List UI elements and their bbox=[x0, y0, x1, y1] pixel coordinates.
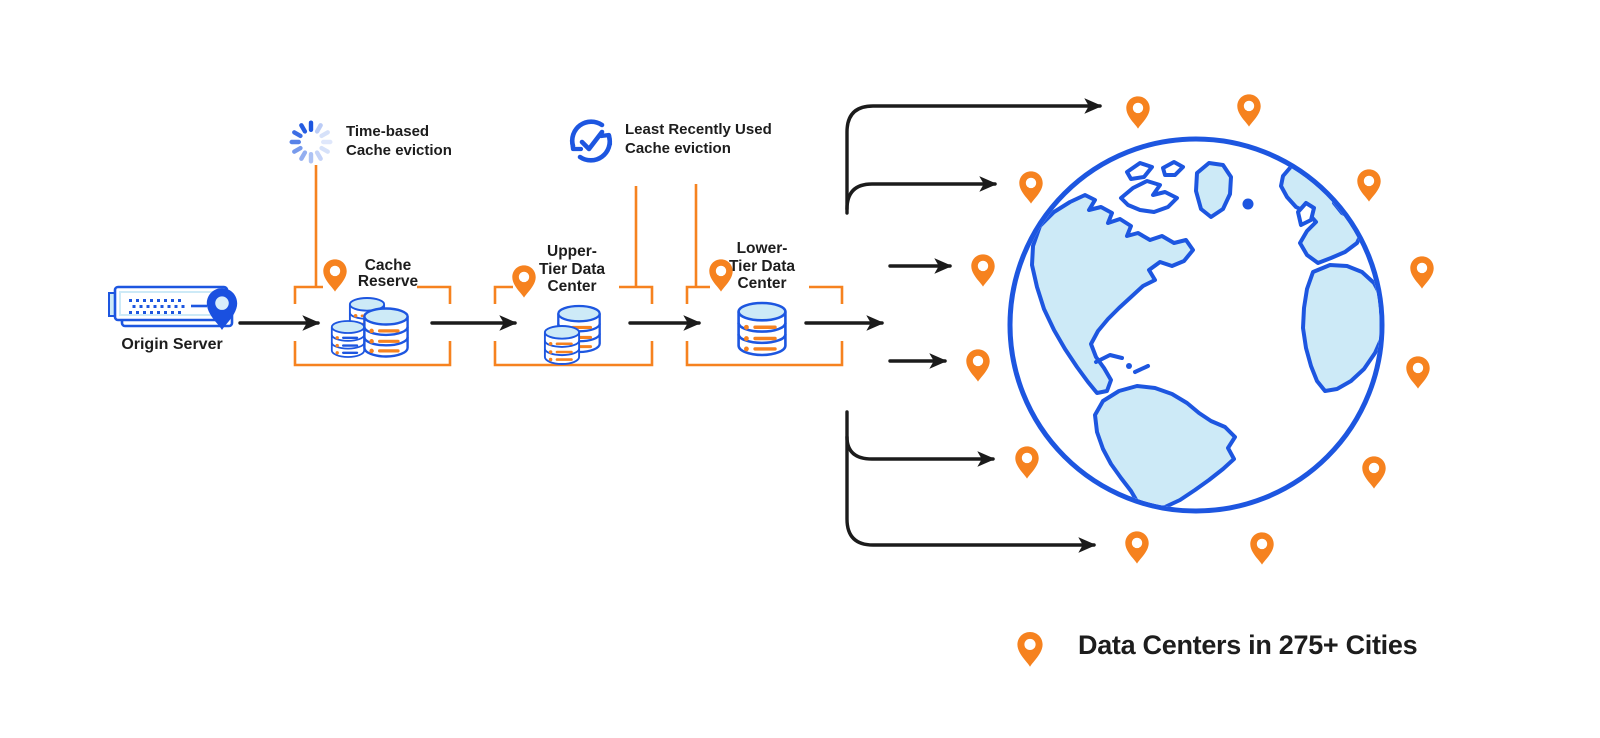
lower-tier-line3: Center bbox=[737, 275, 787, 292]
legend-pin-icon bbox=[1017, 631, 1043, 667]
sync-check-icon bbox=[569, 119, 613, 163]
upper-tier-databases bbox=[543, 304, 602, 366]
caribbean-dot bbox=[1126, 363, 1132, 369]
britain-island bbox=[1296, 201, 1316, 227]
loading-spinner-icon bbox=[289, 120, 333, 164]
upper-tier-line3: Center bbox=[547, 278, 597, 295]
data-center-pin-icon bbox=[1410, 256, 1434, 289]
lru-eviction-label: Least Recently Used Cache eviction bbox=[625, 121, 772, 158]
legend-label: Data Centers in 275+ Cities bbox=[1078, 630, 1418, 660]
arrow-fanout-bottom bbox=[845, 410, 1097, 553]
continent-south-america bbox=[1093, 384, 1237, 509]
upper-tier-line1: Upper- bbox=[547, 243, 597, 260]
cache-reserve-databases bbox=[330, 297, 409, 359]
server-dot-grid bbox=[129, 299, 185, 314]
upper-tier-label: Upper- Tier Data Center bbox=[520, 243, 624, 296]
lower-tier-line2: Tier Data bbox=[728, 257, 796, 275]
data-center-pin-icon bbox=[971, 254, 995, 287]
time-based-line1: Time-based bbox=[346, 123, 430, 140]
data-center-pin-icon bbox=[1406, 356, 1430, 389]
upper-tier-line2: Tier Data bbox=[538, 260, 606, 278]
data-center-pin-icon bbox=[1250, 532, 1274, 565]
continent-greenland bbox=[1194, 161, 1233, 219]
data-center-pin-icon bbox=[1362, 456, 1386, 489]
continent-north-america bbox=[1030, 193, 1195, 395]
lru-line2: Cache eviction bbox=[625, 139, 731, 157]
arrow-fanout-2 bbox=[845, 176, 998, 211]
cache-reserve-label: Cache Reserve bbox=[338, 258, 438, 290]
data-center-pin-icon bbox=[1126, 96, 1150, 129]
earth-globe-icon bbox=[1007, 136, 1385, 514]
cache-reserve-box bbox=[293, 285, 452, 367]
cache-reserve-line1: Cache bbox=[364, 257, 412, 274]
cache-reserve-line2: Reserve bbox=[357, 273, 419, 290]
data-center-pin-icon bbox=[1015, 446, 1039, 479]
lower-tier-line1: Lower- bbox=[736, 240, 788, 257]
data-center-pin-icon bbox=[1237, 94, 1261, 127]
data-center-pin-icon bbox=[1019, 171, 1043, 204]
time-based-eviction-label: Time-based Cache eviction bbox=[346, 123, 452, 160]
lower-tier-label: Lower- Tier Data Center bbox=[710, 240, 814, 293]
arctic-island-small-2 bbox=[1161, 160, 1185, 177]
flow-arrows bbox=[238, 98, 1103, 553]
arctic-island-small bbox=[1125, 161, 1154, 181]
data-center-pin-icon bbox=[966, 349, 990, 382]
origin-server-label: Origin Server bbox=[121, 336, 223, 353]
data-center-pin-icon bbox=[1357, 169, 1381, 202]
upper-tier-box bbox=[493, 285, 654, 367]
arrow-fanout-top bbox=[845, 98, 1103, 215]
lru-line1: Least Recently Used bbox=[625, 121, 772, 138]
continent-africa bbox=[1301, 263, 1380, 393]
time-based-line2: Cache eviction bbox=[346, 141, 452, 159]
origin-server-icon bbox=[108, 285, 238, 331]
data-center-pin-icon bbox=[1125, 531, 1149, 564]
lower-tier-database bbox=[737, 301, 787, 357]
cache-node-boxes bbox=[293, 165, 844, 367]
lower-tier-box bbox=[685, 285, 844, 367]
caribbean-islands bbox=[1094, 353, 1150, 374]
arrow-fanout-5 bbox=[845, 435, 996, 467]
iceland-dot bbox=[1242, 198, 1254, 210]
arctic-islands bbox=[1119, 179, 1179, 214]
